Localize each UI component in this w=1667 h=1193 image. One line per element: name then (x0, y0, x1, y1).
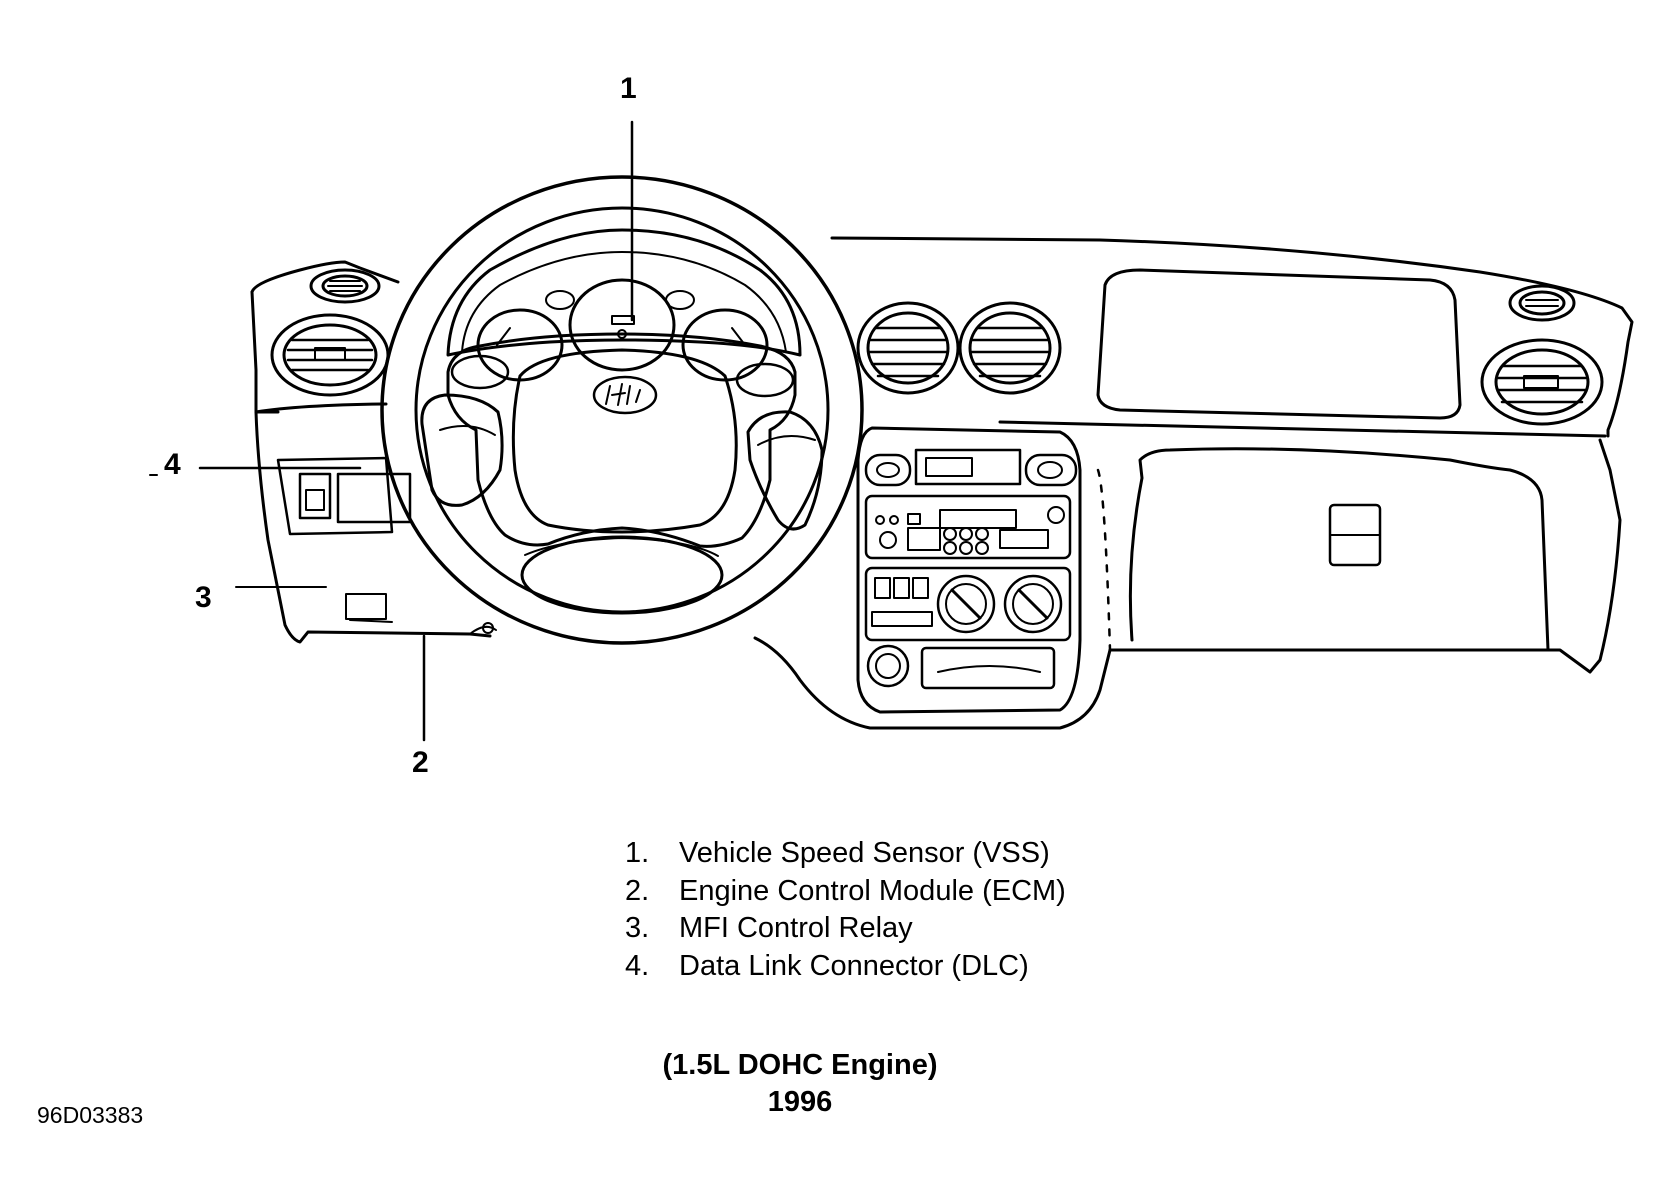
year-caption: 1996 (767, 1086, 833, 1118)
legend-number: 1. (625, 837, 650, 869)
legend-item: 3. MFI Control Relay (625, 910, 1066, 948)
dash-upper-pad (250, 236, 1634, 438)
legend-item: 2. Engine Control Module (ECM) (625, 873, 1066, 911)
legend-label: Vehicle Speed Sensor (VSS) (679, 837, 1050, 869)
callout-3: 3 (195, 581, 212, 614)
airbag-cover (511, 348, 738, 534)
steering-wheel-outer (380, 175, 864, 645)
hvac-panel (864, 566, 1072, 642)
legend-number: 3. (625, 912, 650, 944)
legend-item: 1. Vehicle Speed Sensor (VSS) (625, 835, 1066, 873)
legend-label: MFI Control Relay (679, 912, 913, 944)
dash-left-top-line (254, 402, 388, 414)
legend-label: Engine Control Module (ECM) (679, 874, 1066, 907)
steering-lower-spoke (520, 535, 724, 615)
radio-unit (864, 494, 1072, 560)
switch-panel (298, 472, 332, 520)
dash-left-outline (250, 290, 492, 644)
lighter-knob (866, 644, 910, 688)
right-corner-vent (1508, 284, 1576, 322)
left-main-vent (270, 313, 390, 397)
callout-2: 2 (412, 746, 429, 779)
steering-hub (446, 332, 797, 548)
component-legend: 1. Vehicle Speed Sensor (VSS) 2. Engine … (625, 835, 1066, 985)
steering-wheel-inner (414, 206, 830, 614)
center-vent-left (856, 301, 960, 395)
glove-box (1128, 447, 1550, 652)
mfi-relay-cover (345, 593, 387, 620)
legend-label: Data Link Connector (DLC) (679, 949, 1029, 982)
callout-1: 1 (620, 72, 637, 105)
figure-id: 96D03383 (37, 1102, 144, 1128)
left-corner-vent (309, 268, 381, 304)
legend-item: 4. Data Link Connector (DLC) (625, 948, 1066, 986)
legend-number: 4. (625, 949, 650, 982)
center-stack (856, 426, 1082, 714)
right-main-vent (1480, 338, 1604, 426)
diagram-caption: (1.5L DOHC Engine) 1996 (600, 1047, 1000, 1121)
clock-display (914, 448, 1022, 486)
passenger-display-panel (1096, 268, 1462, 420)
dlc-connector (336, 472, 412, 524)
callout-4: 4 (164, 448, 181, 481)
center-vent-right (958, 301, 1062, 395)
left-lower-panel (276, 456, 394, 536)
engine-caption: (1.5L DOHC Engine) (662, 1049, 938, 1081)
hyundai-logo (592, 375, 658, 415)
legend-number: 2. (625, 874, 650, 907)
ashtray (920, 646, 1056, 690)
